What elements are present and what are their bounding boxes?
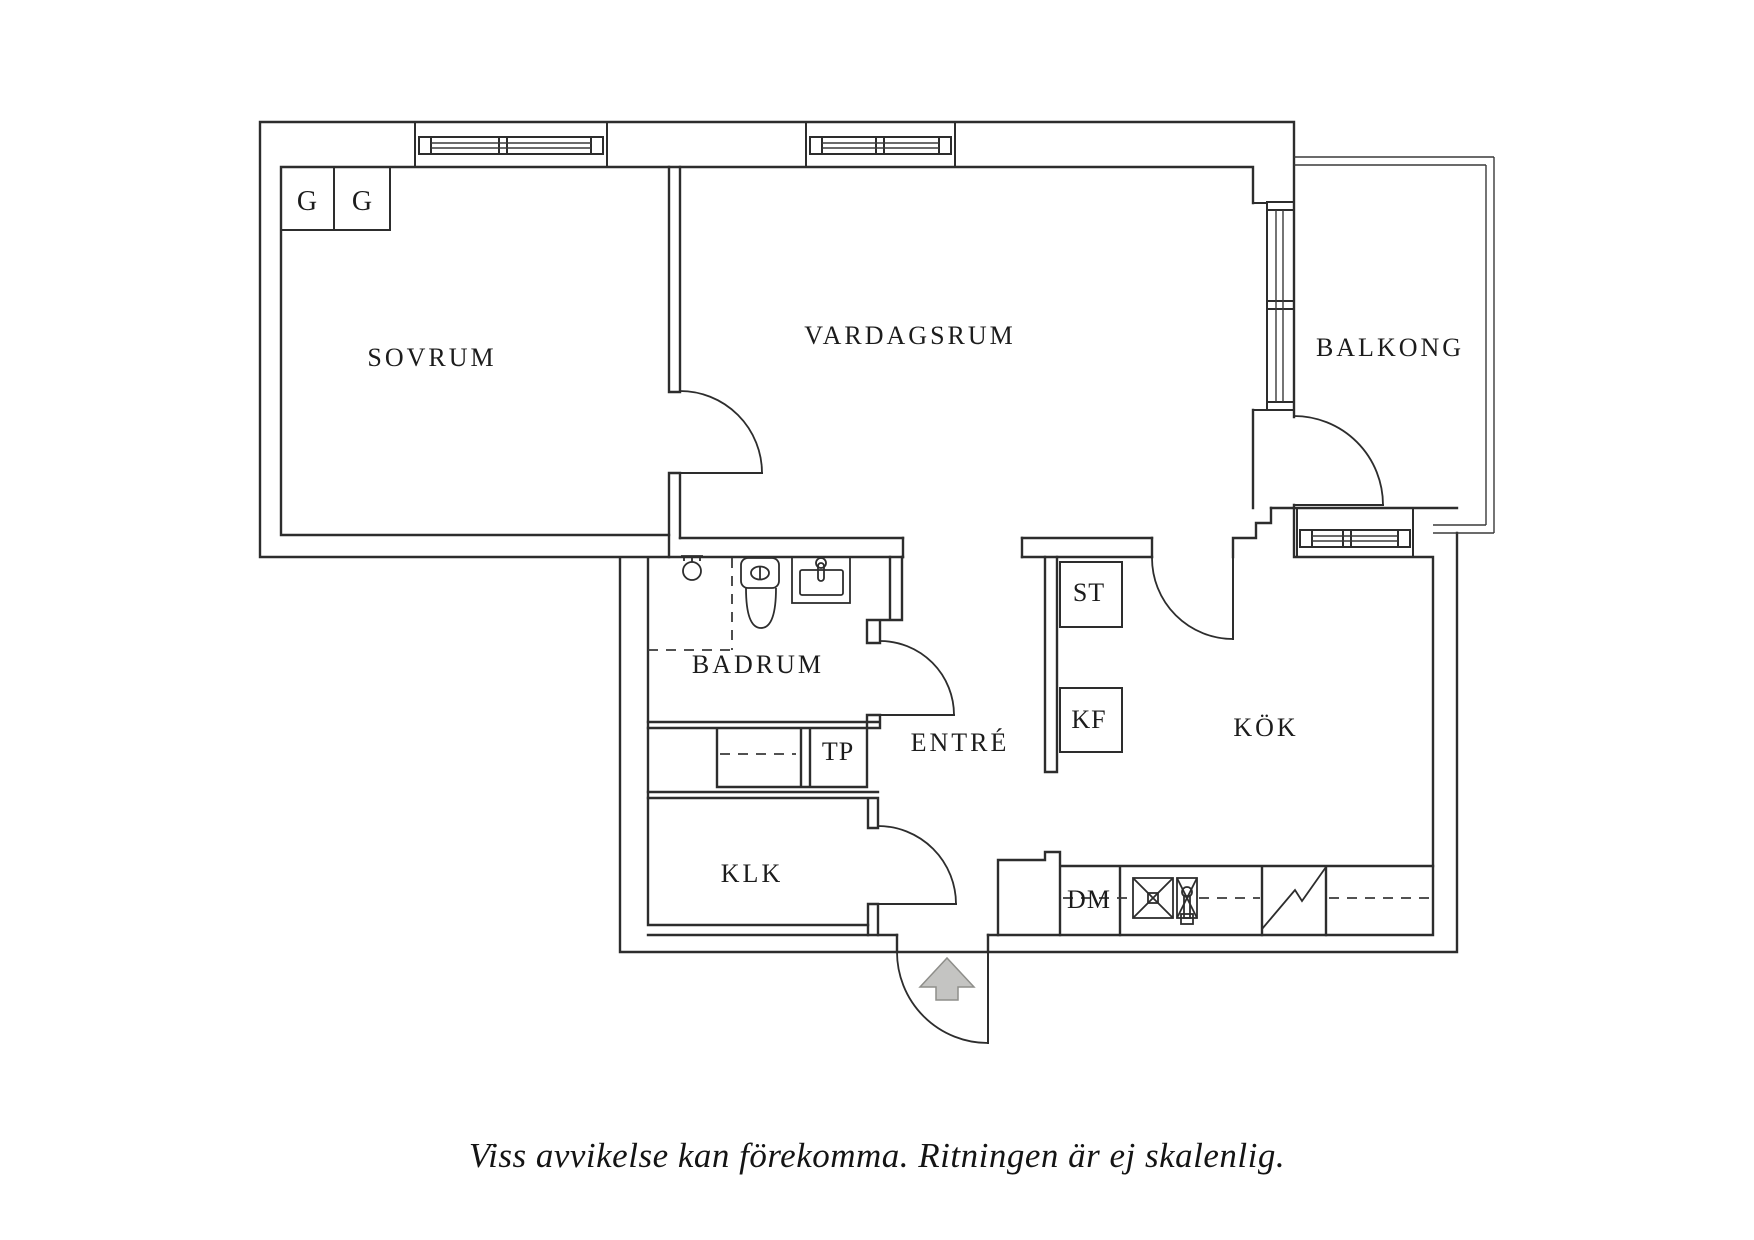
kitchen-sink-icon <box>1132 877 1198 925</box>
outer-walls <box>258 120 1459 954</box>
bedroom-door-arc <box>679 390 763 474</box>
stove-icon <box>1261 866 1327 930</box>
room-label-balkong: BALKONG <box>1316 333 1464 362</box>
cleaning-closet-box <box>1059 561 1123 628</box>
room-label-badrum: BADRUM <box>692 650 824 679</box>
label-wardrobe-1: G <box>297 186 317 217</box>
doors <box>679 472 1384 1044</box>
entry-arrow-icon <box>918 956 976 1001</box>
balcony-door-arc <box>1293 415 1384 506</box>
balcony-outline <box>1294 156 1495 534</box>
room-label-sovrum: SOVRUM <box>367 343 496 372</box>
label-dm: DM <box>1067 885 1111 914</box>
door-arcs <box>679 390 1384 1044</box>
label-wardrobe-2: G <box>352 186 372 217</box>
wardrobe-box-2 <box>333 166 391 231</box>
kitchen-fixtures <box>1063 866 1429 930</box>
closet-door-arc <box>877 825 957 905</box>
fridge-freezer-box <box>1059 687 1123 753</box>
room-label-vardagsrum: VARDAGSRUM <box>804 321 1016 350</box>
sink-icon <box>791 556 851 604</box>
toilet-icon <box>740 557 780 629</box>
disclaimer-caption: Viss avvikelse kan förekomma. Ritningen … <box>468 1136 1286 1175</box>
entrance-door-arc <box>896 951 989 1044</box>
label-st: ST <box>1073 578 1105 607</box>
interior-walls <box>280 165 1435 954</box>
shower-zone-dashed <box>648 558 733 651</box>
label-kf: KF <box>1071 705 1106 734</box>
room-label-entre: ENTRÉ <box>911 728 1010 757</box>
label-tp: TP <box>822 737 854 766</box>
bathroom-door-arc <box>879 640 955 716</box>
windows <box>414 121 1414 558</box>
bathroom-fixtures <box>648 555 851 755</box>
room-label-kok: KÖK <box>1233 713 1298 742</box>
shower-head-icon <box>682 561 702 581</box>
kitchen-door-arc <box>1151 557 1234 640</box>
room-label-klk: KLK <box>721 859 783 888</box>
